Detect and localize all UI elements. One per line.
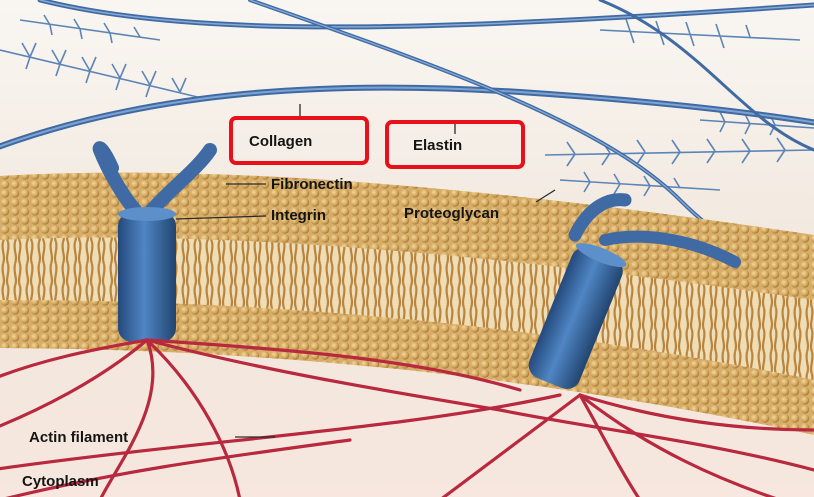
elastin-label: Elastin (413, 138, 462, 153)
integrin-label: Integrin (271, 208, 326, 223)
cytoplasm-label: Cytoplasm (22, 474, 99, 489)
fibronectin-label: Fibronectin (271, 177, 353, 192)
collagen-label: Collagen (249, 134, 312, 149)
proteoglycan-label: Proteoglycan (404, 206, 499, 221)
actin-filament-label: Actin filament (29, 430, 128, 445)
